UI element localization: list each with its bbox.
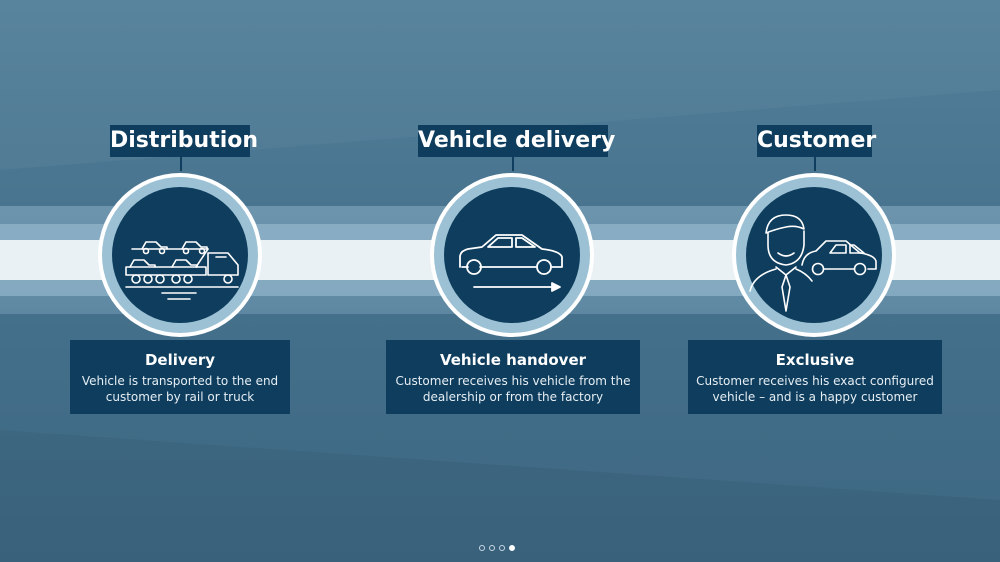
stage-description: Vehicle is transported to the end custom… bbox=[81, 374, 279, 404]
title-connector bbox=[512, 157, 514, 171]
stage-heading: Delivery bbox=[144, 351, 216, 369]
stage-title: Vehicle delivery bbox=[418, 125, 615, 157]
car-transporter-truck-icon bbox=[98, 173, 262, 337]
title-connector bbox=[180, 157, 182, 171]
pagination-dots bbox=[479, 545, 515, 551]
flow-arrow-icon bbox=[363, 240, 393, 280]
customer-with-car-icon bbox=[732, 173, 896, 337]
stage-description-box: Delivery Vehicle is transported to the e… bbox=[70, 340, 290, 414]
stage-description-box: Vehicle handover Customer receives his v… bbox=[386, 340, 640, 414]
stage-title: Customer bbox=[757, 125, 876, 157]
flow-arrow-icon bbox=[673, 240, 703, 280]
stage-description: Customer receives his vehicle from the d… bbox=[395, 374, 631, 404]
stage-heading: Exclusive bbox=[775, 351, 855, 369]
pagination-dot[interactable] bbox=[499, 545, 505, 551]
stage-description: Customer receives his exact configured v… bbox=[696, 374, 934, 404]
stage-description-box: Exclusive Customer receives his exact co… bbox=[688, 340, 942, 414]
car-moving-icon bbox=[430, 173, 594, 337]
pagination-dot[interactable] bbox=[489, 545, 495, 551]
pagination-dot-active[interactable] bbox=[509, 545, 515, 551]
title-connector bbox=[814, 157, 816, 171]
stage-heading: Vehicle handover bbox=[439, 351, 587, 369]
stage-title: Distribution bbox=[110, 125, 258, 157]
pagination-dot[interactable] bbox=[479, 545, 485, 551]
